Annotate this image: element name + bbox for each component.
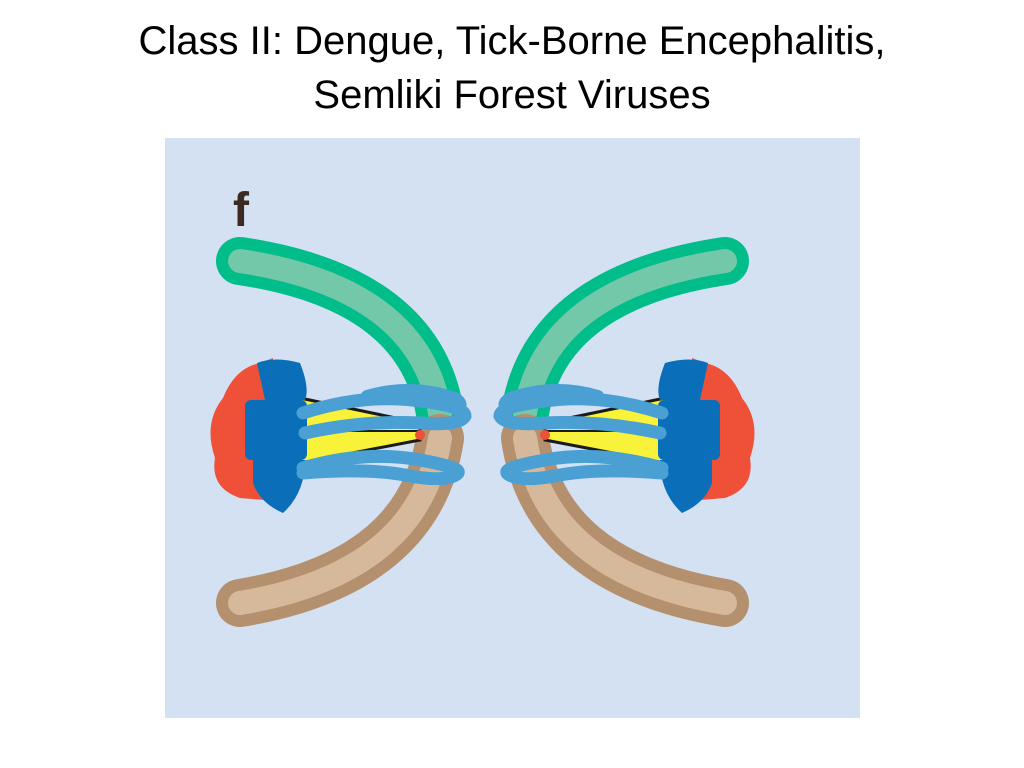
title-line-1: Class II: Dengue, Tick-Borne Encephaliti… (138, 19, 886, 63)
panel-label: f (233, 184, 250, 237)
left-tan-arc (228, 426, 452, 615)
title-line-2: Semliki Forest Viruses (313, 73, 711, 117)
right-blue-domain-bottom (660, 460, 712, 513)
right-tan-arc (513, 426, 737, 615)
left-blue-domain-bottom (253, 460, 305, 513)
left-membrane-complex (210, 237, 472, 627)
fusion-diagram: f (165, 138, 860, 718)
right-loop-cap (498, 384, 604, 416)
left-green-arc (228, 249, 452, 425)
right-green-arc (513, 249, 737, 425)
left-fusion-tip (415, 430, 425, 440)
left-loop-cap (361, 384, 467, 416)
slide-title: Class II: Dengue, Tick-Borne Encephaliti… (0, 14, 1024, 122)
left-blue-domain-top (257, 359, 307, 400)
fusion-diagram-figure: f (165, 138, 860, 718)
left-blue-domain-middle (245, 400, 307, 460)
right-fusion-tip (540, 430, 550, 440)
right-blue-domain-middle (658, 400, 720, 460)
right-blue-domain-top (658, 359, 708, 400)
right-membrane-complex (493, 237, 755, 627)
left-loop-bottom (296, 449, 465, 486)
right-loop-bottom (500, 449, 669, 486)
